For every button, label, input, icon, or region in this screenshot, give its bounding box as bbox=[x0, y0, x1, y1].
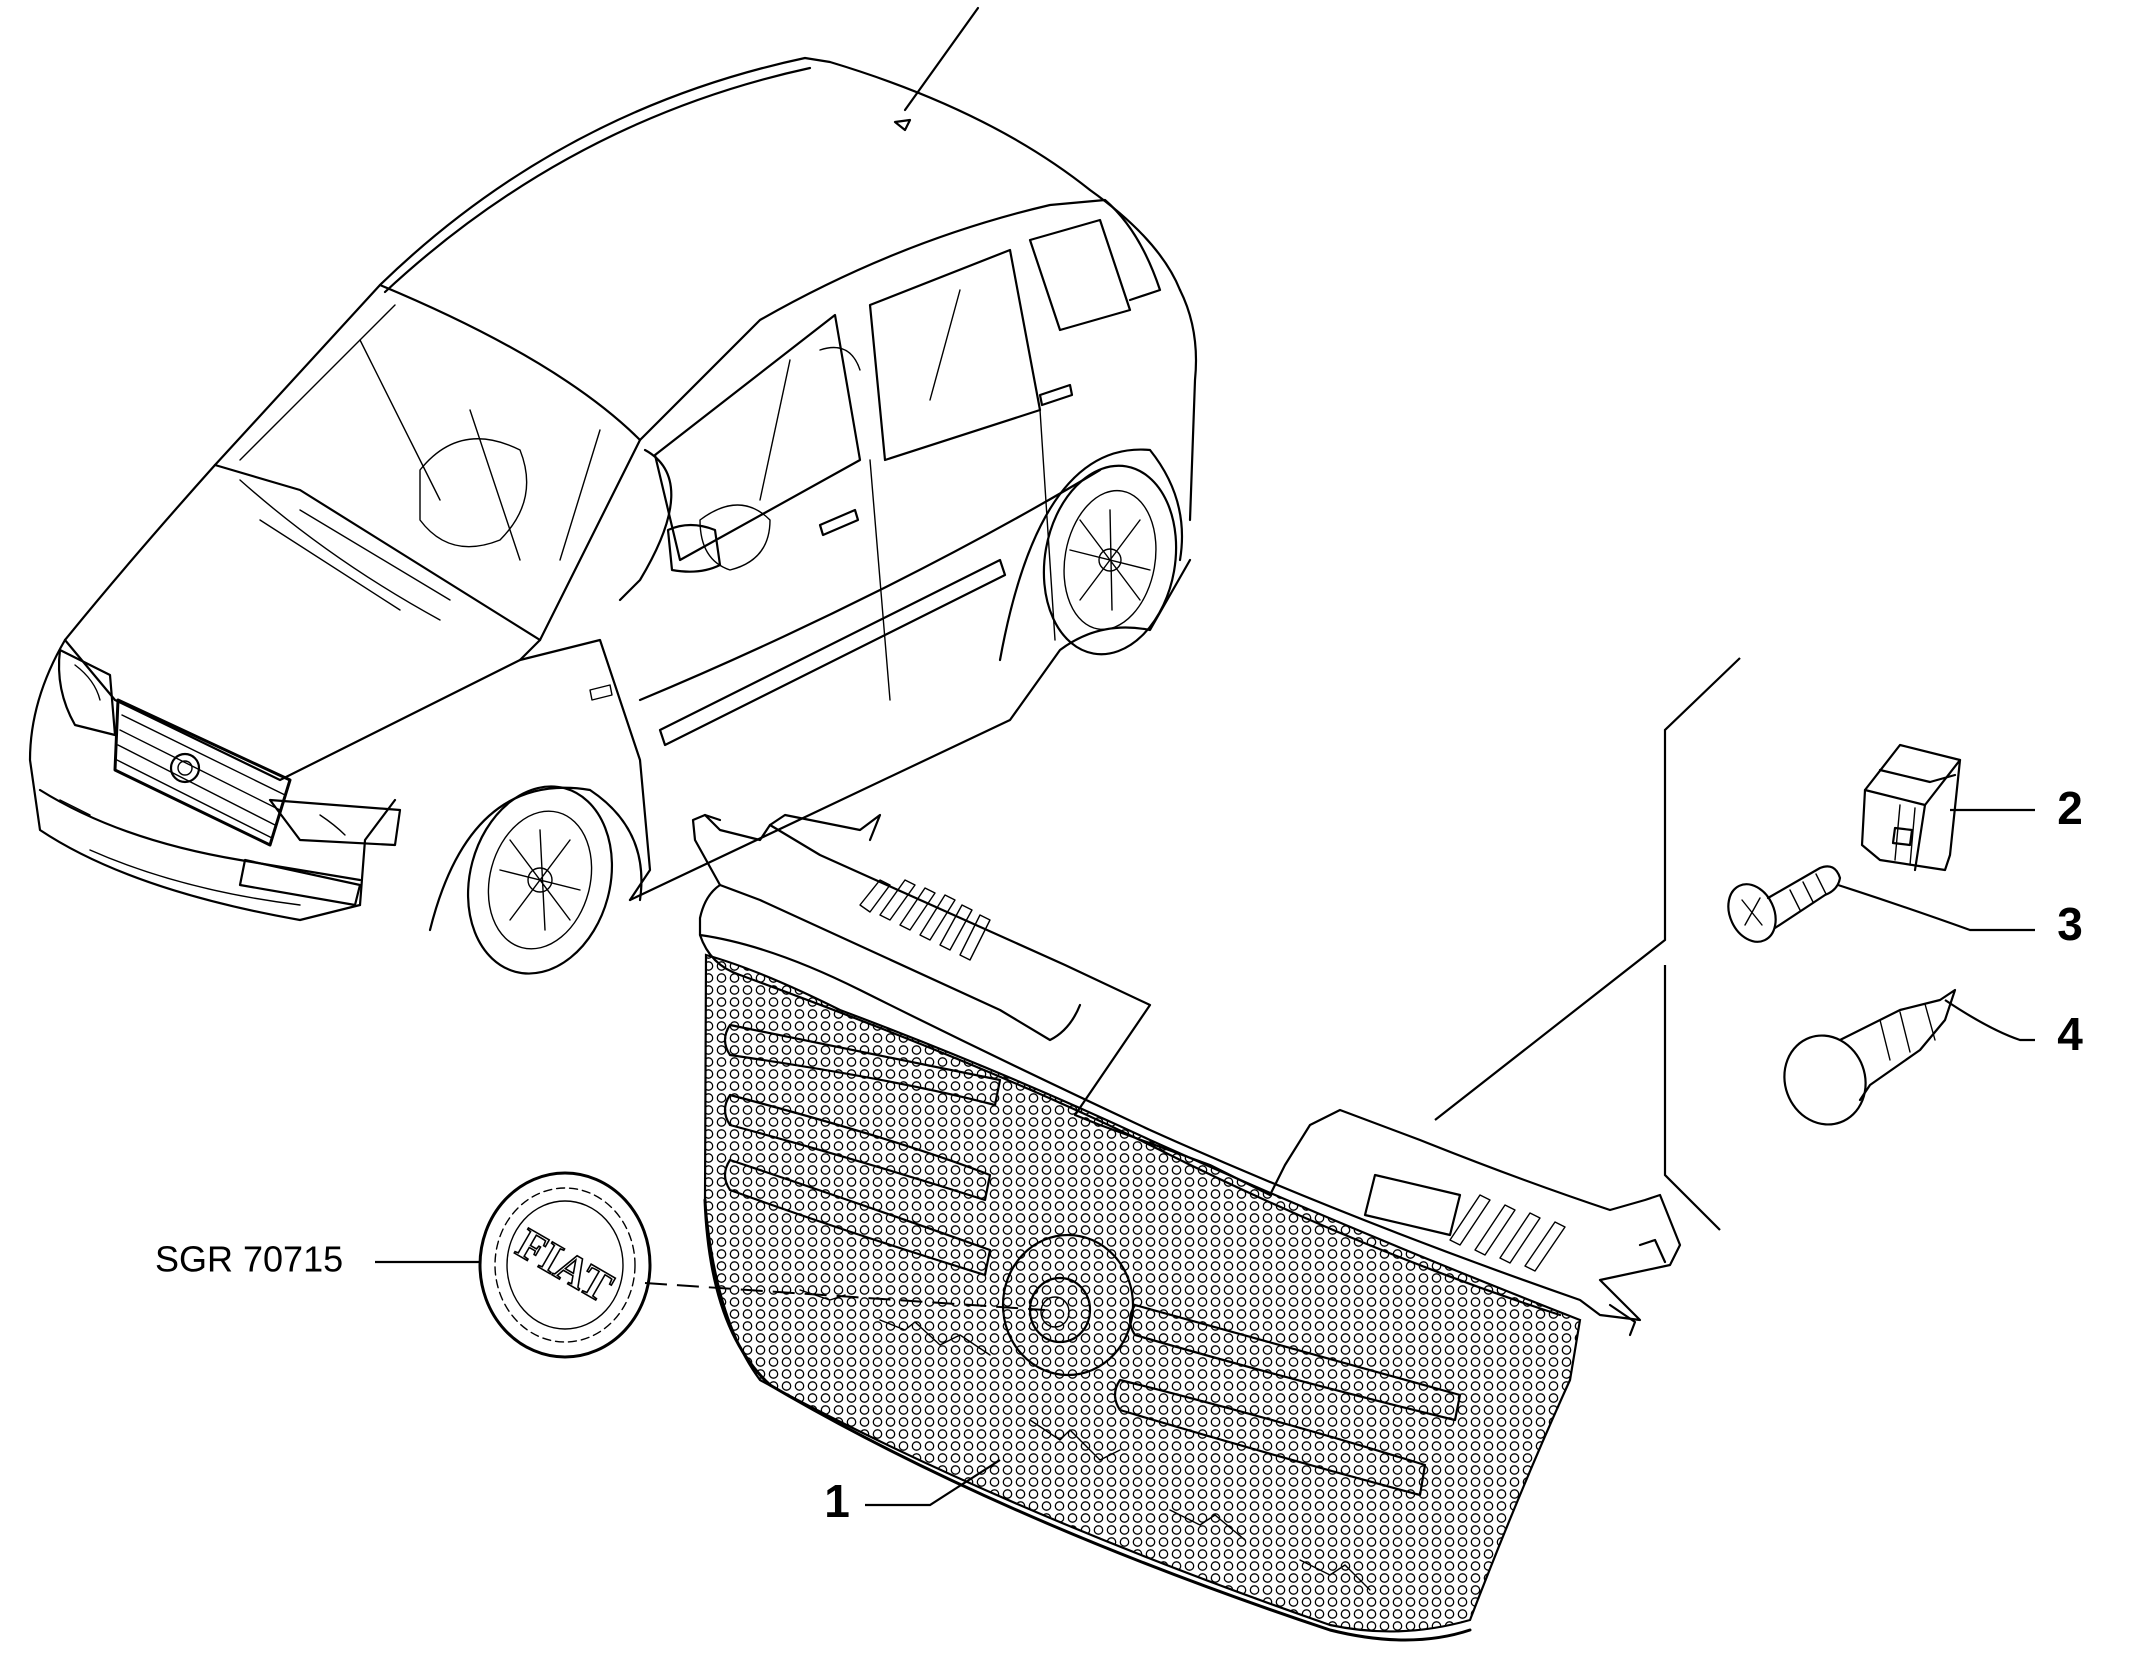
callout-part-2: 2 bbox=[2057, 782, 2083, 834]
screw-part bbox=[1727, 865, 1842, 943]
clip-part bbox=[1860, 743, 1962, 872]
callout-part-4: 4 bbox=[2057, 1008, 2083, 1060]
emblem-lettering: FIAT bbox=[508, 1219, 621, 1312]
emblem-assembly-line bbox=[644, 1282, 1046, 1311]
callout-part-1: 1 bbox=[824, 1475, 850, 1527]
car-illustration bbox=[28, 6, 1198, 975]
leader-lines bbox=[375, 657, 2035, 1507]
emblem-reference-code: SGR 70715 bbox=[155, 1239, 343, 1280]
fiat-emblem: FIAT bbox=[478, 1171, 652, 1359]
push-rivet-part bbox=[1783, 988, 1957, 1126]
callout-labels: 2 3 4 1 SGR 70715 bbox=[155, 782, 2083, 1527]
radiator-grille bbox=[691, 813, 1682, 1642]
callout-part-3: 3 bbox=[2057, 898, 2083, 950]
